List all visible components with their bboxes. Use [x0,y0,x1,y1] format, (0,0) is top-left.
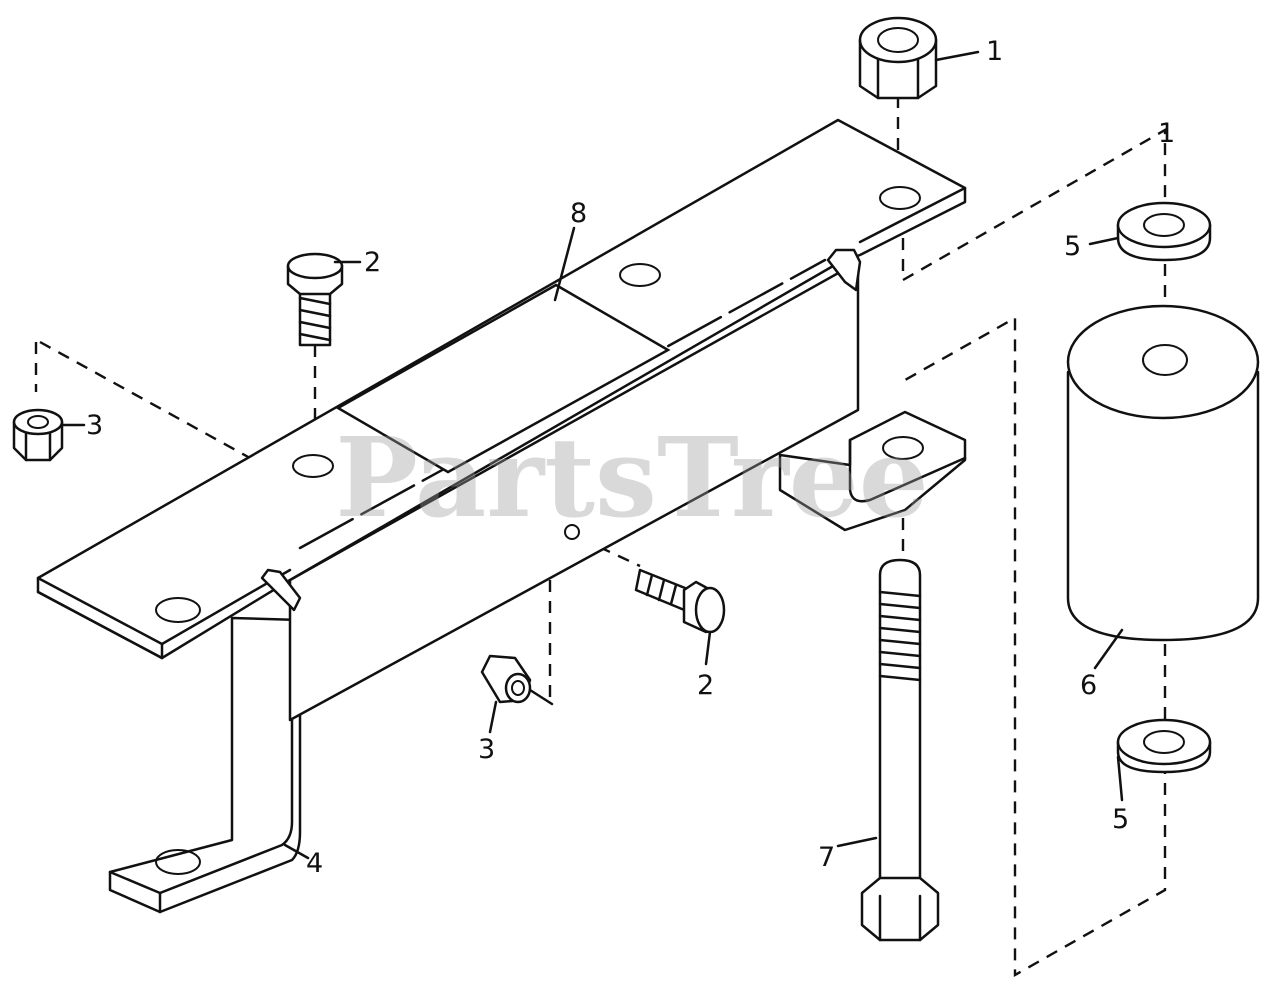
washer-part-5-lower [1116,718,1212,774]
callout-8: 8 [570,198,587,229]
callout-2-upper: 2 [364,247,381,278]
bracket-hole [292,454,334,478]
washer-part-5-upper [1116,201,1212,262]
callout-3-lower: 3 [478,734,495,765]
bumper-roller-part-6 [1066,304,1260,642]
callout-5-upper: 5 [1064,231,1081,262]
decal-area [335,283,671,474]
hex-nut-part-1 [858,16,938,100]
callouts: 1 1 2 2 3 3 4 5 5 6 7 8 [86,36,1175,879]
bracket-hole [879,186,921,210]
callout-5-lower: 5 [1112,804,1129,835]
watermark-text: PartsTree [335,413,929,542]
callout-3-left: 3 [86,410,103,441]
hex-nut-part-3-left [12,408,64,462]
bracket-arm-part-4 [108,616,302,914]
long-bolt-part-7 [860,558,940,942]
hex-bolt-part-2-lower [634,568,726,634]
callout-7: 7 [818,842,835,873]
callout-1-dashed: 1 [1158,118,1175,149]
callout-1-nut: 1 [986,36,1003,67]
main-bracket-part-8 [36,118,967,722]
callout-6: 6 [1080,670,1097,701]
side-hole [564,524,580,540]
bracket-hole [155,849,201,875]
hex-bolt-part-2-upper [286,252,344,347]
callout-4: 4 [306,848,323,879]
bracket-hole [619,263,661,287]
leader-lines [60,50,1124,860]
callout-2-lower: 2 [697,670,714,701]
bracket-hole [155,597,201,623]
bracket-hole [882,436,924,460]
hex-nut-part-3-lower [480,654,554,706]
